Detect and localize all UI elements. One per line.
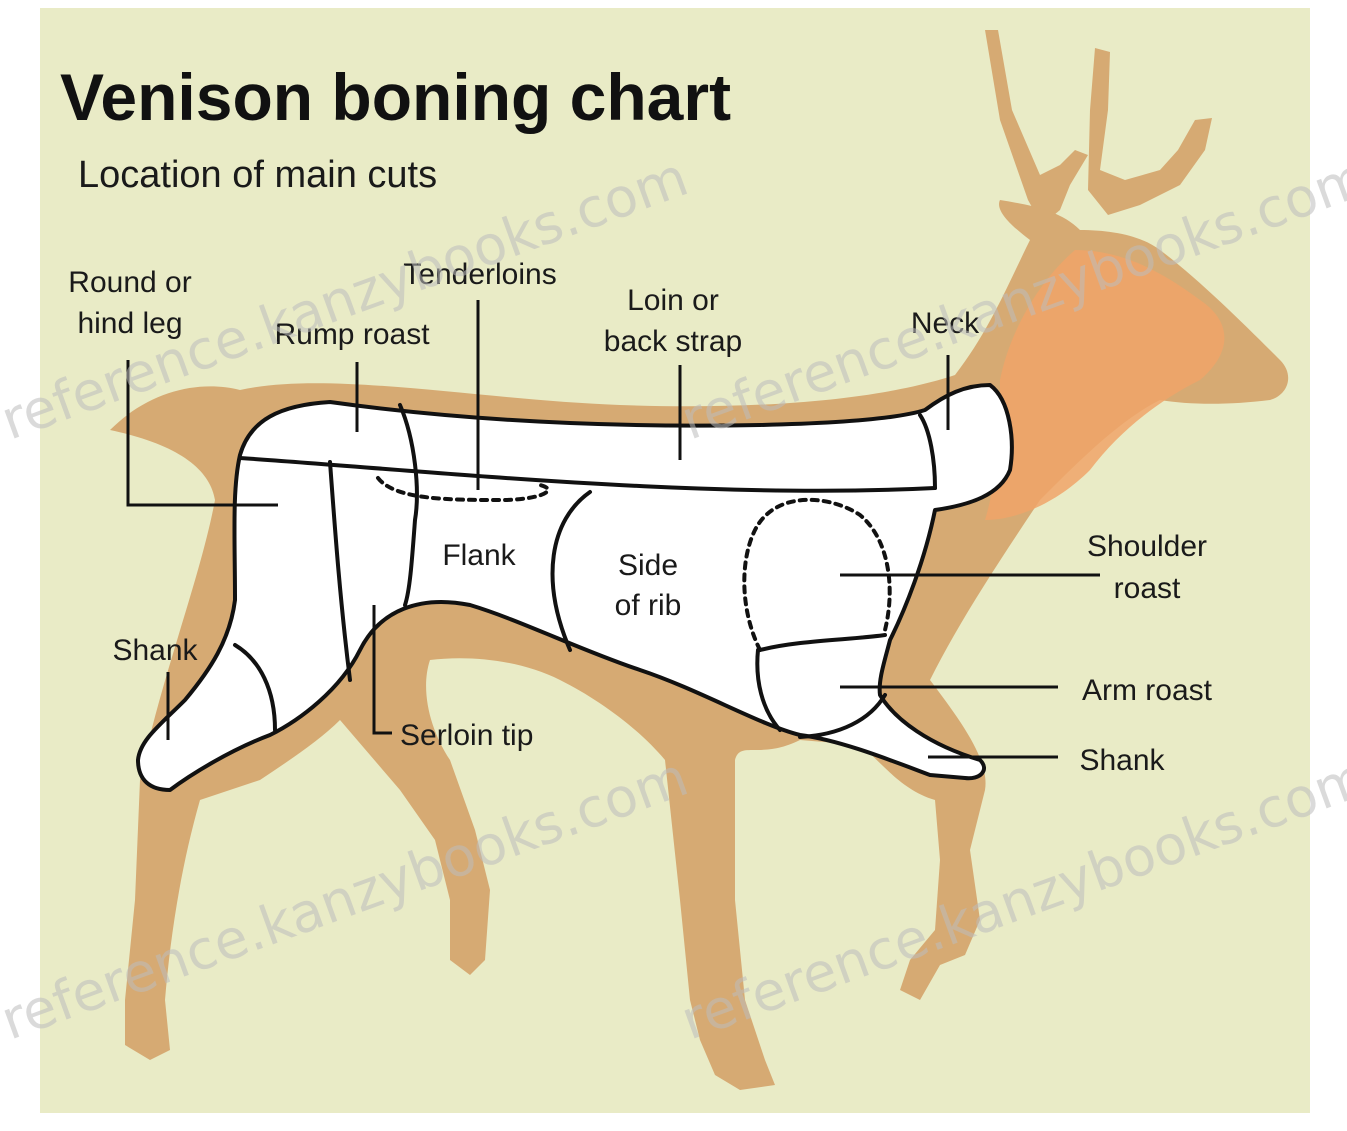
label-flank: Flank: [442, 539, 516, 572]
label-serloin-tip: Serloin tip: [400, 719, 533, 752]
label-loin-line1: Loin or: [627, 284, 719, 317]
label-loin-line2: back strap: [604, 325, 742, 358]
label-shoulder-line2: roast: [1114, 572, 1181, 605]
label-shoulder-line1: Shoulder: [1087, 530, 1207, 563]
label-shank-front: Shank: [1079, 744, 1165, 777]
label-side-line2: of rib: [615, 589, 682, 622]
label-shank-rear: Shank: [112, 634, 198, 667]
label-round-line1: Round or: [68, 266, 191, 299]
label-side-line1: Side: [618, 549, 678, 582]
label-arm-roast: Arm roast: [1082, 674, 1213, 707]
chart-title: Venison boning chart: [60, 60, 731, 134]
chart-subtitle: Location of main cuts: [78, 154, 437, 196]
